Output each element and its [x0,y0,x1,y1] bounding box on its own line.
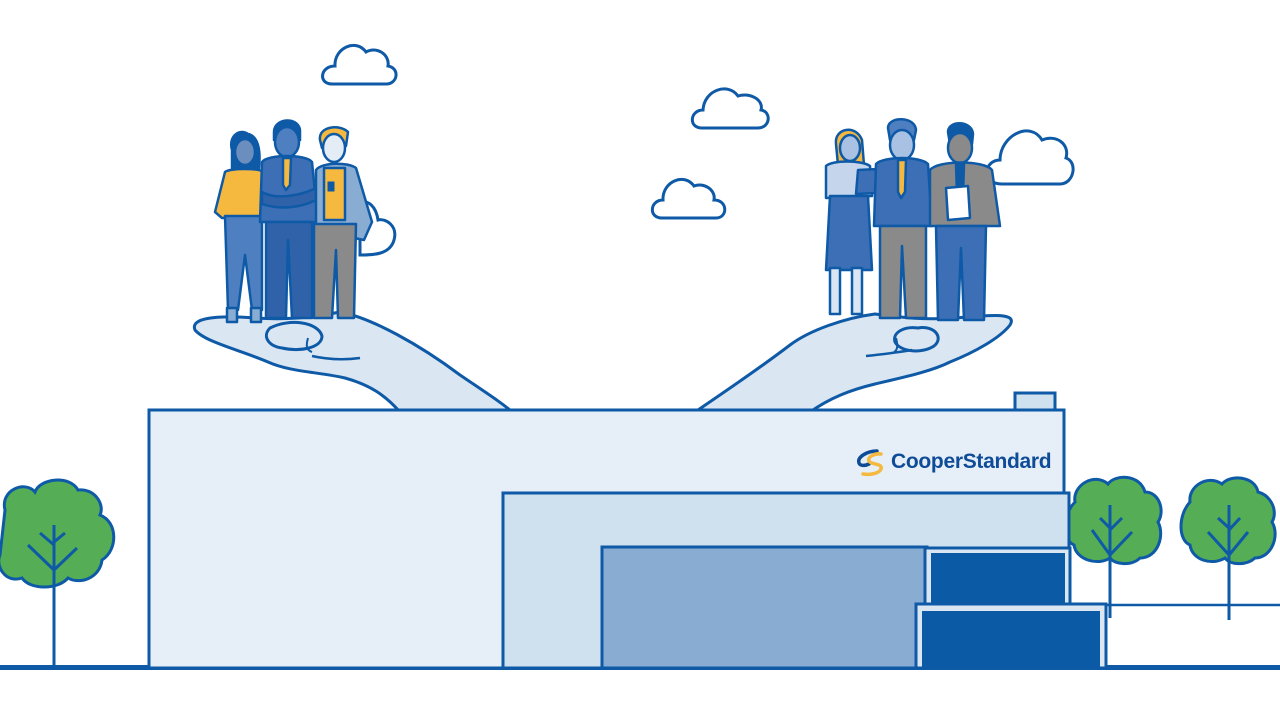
entrance-lower-dark [922,611,1100,668]
tree-left [0,478,116,666]
hand-left [192,310,516,414]
people-group-left [213,119,374,324]
person-man-blonde-left [312,126,374,320]
entrance-upper-dark [931,553,1065,606]
brand-logo: CooperStandard [855,447,1052,477]
cooper-standard-swoosh-icon [857,449,883,477]
rooftop-unit [1013,391,1057,413]
tree-right-2 [1179,476,1277,620]
person-man-center-right [872,118,934,320]
person-woman-left [213,130,272,324]
brand-name: CooperStandard [891,450,1052,473]
window-panel [600,545,929,670]
person-man-dark-right [928,122,1002,322]
cloud-icon [985,129,1075,186]
person-man-center-left [258,119,320,320]
cloud-icon [690,87,770,130]
cloud-icon [650,178,727,220]
hand-right [690,312,1013,414]
tree-right-1 [1063,475,1163,618]
building [147,391,1108,670]
cloud-icon [321,44,398,86]
people-group-right [824,118,1002,322]
